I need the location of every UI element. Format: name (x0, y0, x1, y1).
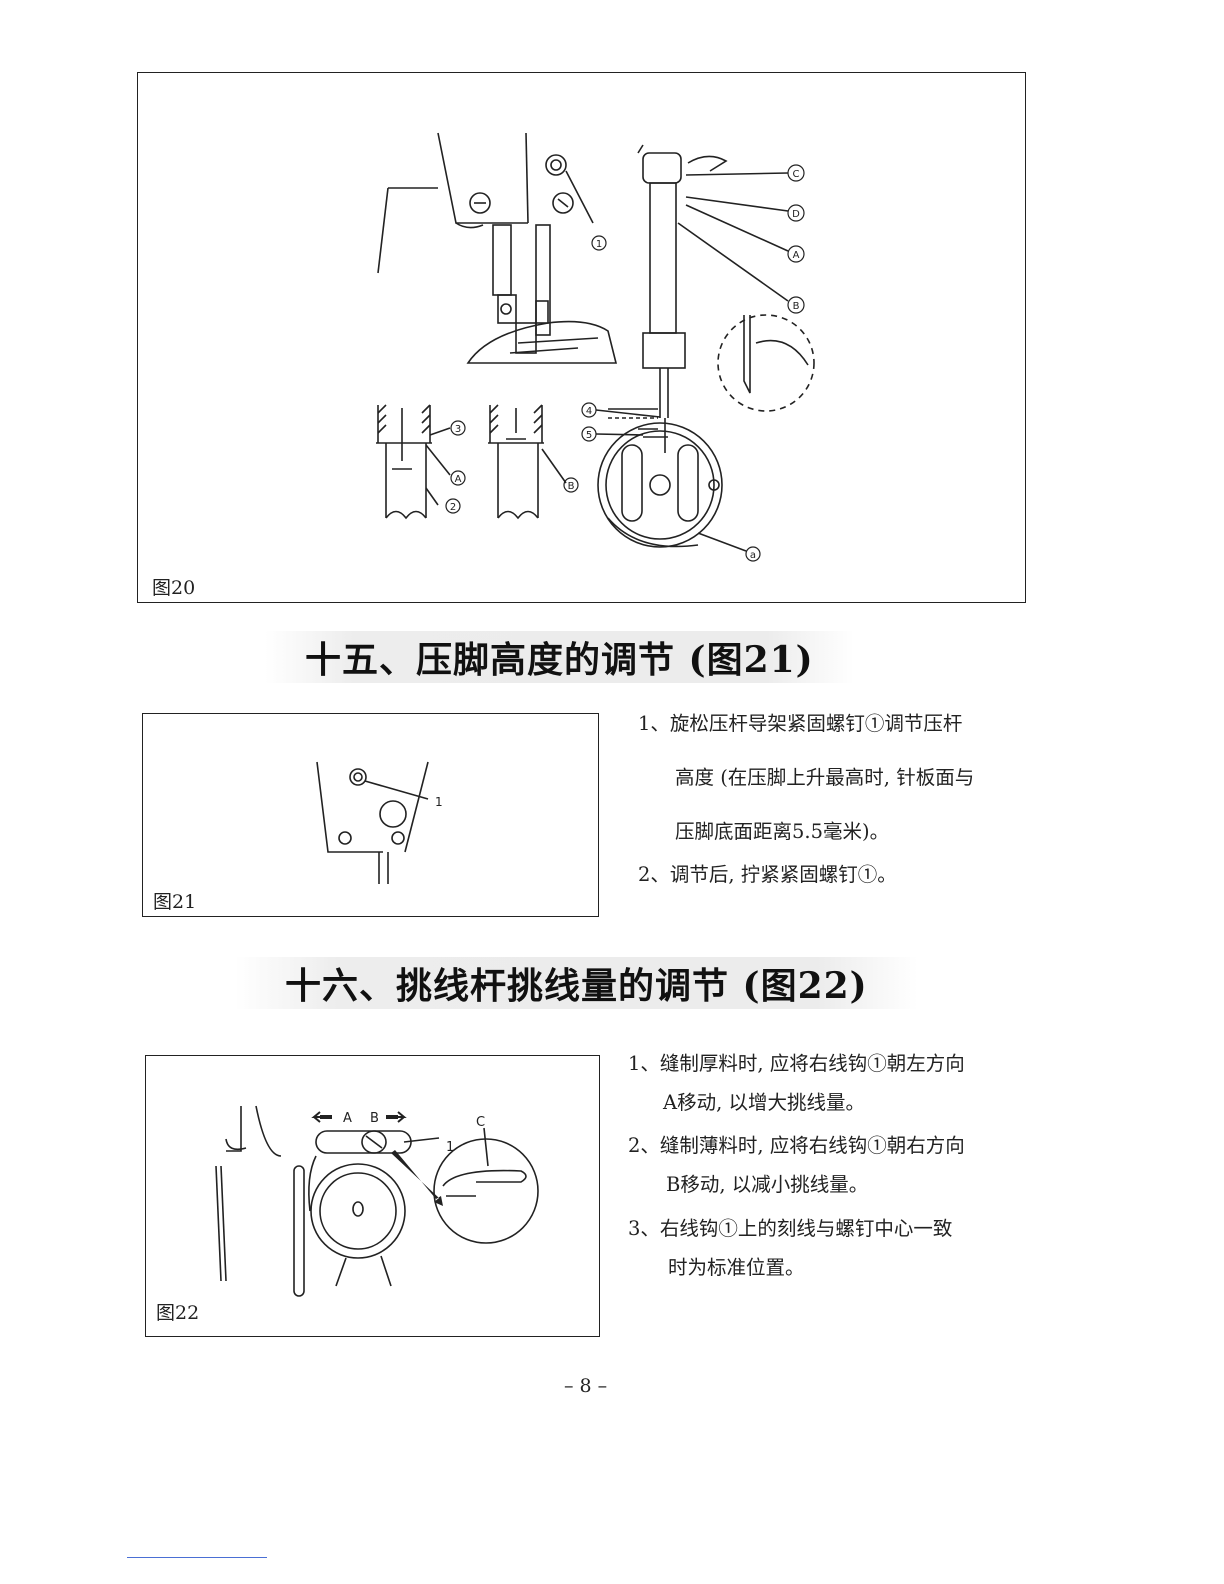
figure-21-drawing: 1 (143, 714, 600, 918)
callout-b-left: B (568, 481, 575, 492)
figure-20-label: 图20 (152, 573, 195, 600)
page-number: – 8 – (564, 1375, 607, 1397)
figure-21: 1 图21 (142, 713, 599, 917)
bottom-rule (127, 1557, 267, 1558)
callout-2: 2 (450, 502, 456, 513)
figure-20-drawing: C D A B 1 3 A 2 B 4 5 a (138, 73, 1027, 604)
figure-22-callout-b: B (370, 1111, 379, 1126)
section-16-heading: 十六、挑线杆挑线量的调节 (图22) (235, 957, 918, 1009)
section-16-item-1: 1、缝制厚料时, 应将右线钩①朝左方向 A移动, 以增大挑线量。 (628, 1050, 965, 1116)
section-16-item-2: 2、缝制薄料时, 应将右线钩①朝右方向 B移动, 以减小挑线量。 (628, 1132, 965, 1198)
callout-a-top: A (793, 250, 800, 261)
callout-4: 4 (586, 406, 592, 417)
section-16-item-3: 3、右线钩①上的刻线与螺钉中心一致 时为标准位置。 (628, 1215, 952, 1281)
figure-22-callout-a: A (343, 1111, 352, 1126)
callout-b-top: B (793, 301, 800, 312)
callout-a-left: A (455, 474, 462, 485)
callout-c: C (793, 169, 800, 180)
figure-22-callout-1: 1 (446, 1140, 454, 1155)
figure-22: A B 1 C 图22 (145, 1055, 600, 1337)
figure-20: C D A B 1 3 A 2 B 4 5 a 图20 (137, 72, 1026, 603)
section-15-item-1: 1、旋松压杆导架紧固螺钉①调节压杆 高度 (在压脚上升最高时, 针板面与 压脚底… (638, 710, 974, 872)
section-15-item-2: 2、调节后, 拧紧紧固螺钉①。 (638, 861, 897, 888)
figure-22-callout-c: C (476, 1115, 485, 1130)
callout-3: 3 (455, 424, 461, 435)
callout-small-a: a (750, 550, 756, 561)
figure-21-label: 图21 (153, 887, 196, 914)
figure-21-callout-1: 1 (435, 795, 443, 809)
figure-22-label: 图22 (156, 1298, 199, 1325)
figure-22-drawing: A B 1 C (146, 1056, 601, 1338)
section-15-heading: 十五、压脚高度的调节 (图21) (265, 631, 854, 683)
callout-1: 1 (596, 239, 602, 250)
callout-d: D (792, 209, 800, 220)
callout-5: 5 (586, 430, 592, 441)
